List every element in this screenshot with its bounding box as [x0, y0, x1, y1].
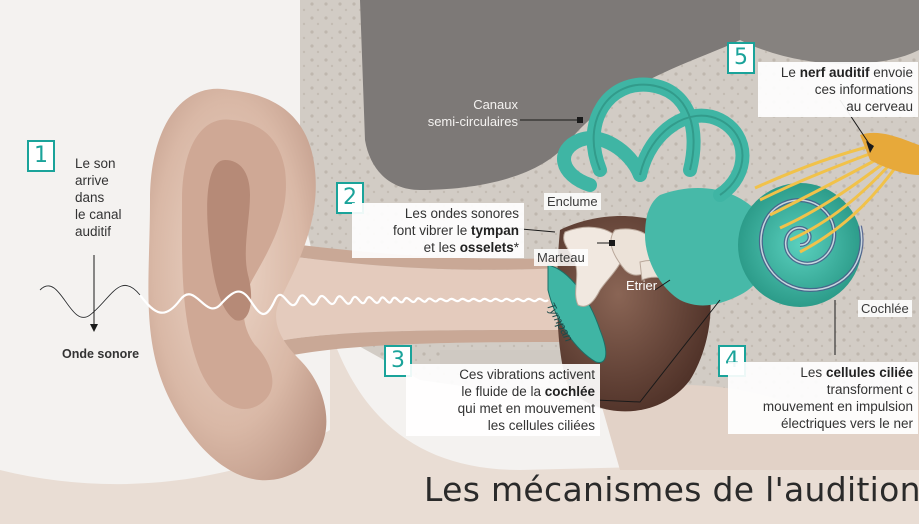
step-1-text: Le son arrive dans le canal auditif — [75, 155, 122, 240]
canaux-label: Canaux semi-circulaires — [412, 96, 518, 130]
step-1-line: le canal — [75, 206, 122, 223]
step-3-line: Ces vibrations activent — [411, 366, 595, 383]
step-1-line: arrive — [75, 172, 122, 189]
step-4-line: transforment c — [733, 381, 913, 398]
marteau-label: Marteau — [534, 249, 588, 266]
step-2-line: Les ondes sonores — [357, 205, 519, 222]
step-5-line: au cerveau — [763, 98, 913, 115]
step-3-line: le fluide de la cochlée — [411, 383, 595, 400]
step-5-text: Le nerf auditif envoie ces informations … — [758, 62, 918, 117]
etrier-label: Etrier — [626, 277, 657, 294]
step-5-line: ces informations — [763, 81, 913, 98]
step-4-text: Les cellules ciliée transforment c mouve… — [728, 362, 918, 434]
step-5-number: 5 — [727, 42, 755, 74]
step-1-number: 1 — [27, 140, 55, 172]
onde-sonore-label: Onde sonore — [62, 346, 139, 363]
step-3-line: les cellules ciliées — [411, 417, 595, 434]
page-title: Les mécanismes de l'audition — [424, 470, 919, 509]
step-4-line: mouvement en impulsion — [733, 398, 913, 415]
cochlee-label: Cochlée — [858, 300, 912, 317]
step-4-line: Les cellules ciliée — [733, 364, 913, 381]
enclume-label: Enclume — [544, 193, 601, 210]
step-2-line: et les osselets* — [357, 239, 519, 256]
step-4-line: électriques vers le ner — [733, 415, 913, 432]
step-3-text: Ces vibrations activent le fluide de la … — [406, 364, 600, 436]
step-2-text: Les ondes sonores font vibrer le tympan … — [352, 203, 524, 258]
step-5-line: Le nerf auditif envoie — [763, 64, 913, 81]
step-3-line: qui met en mouvement — [411, 400, 595, 417]
step-1-line: auditif — [75, 223, 122, 240]
step-2-line: font vibrer le tympan — [357, 222, 519, 239]
step-1-line: Le son — [75, 155, 122, 172]
step-1-line: dans — [75, 189, 122, 206]
